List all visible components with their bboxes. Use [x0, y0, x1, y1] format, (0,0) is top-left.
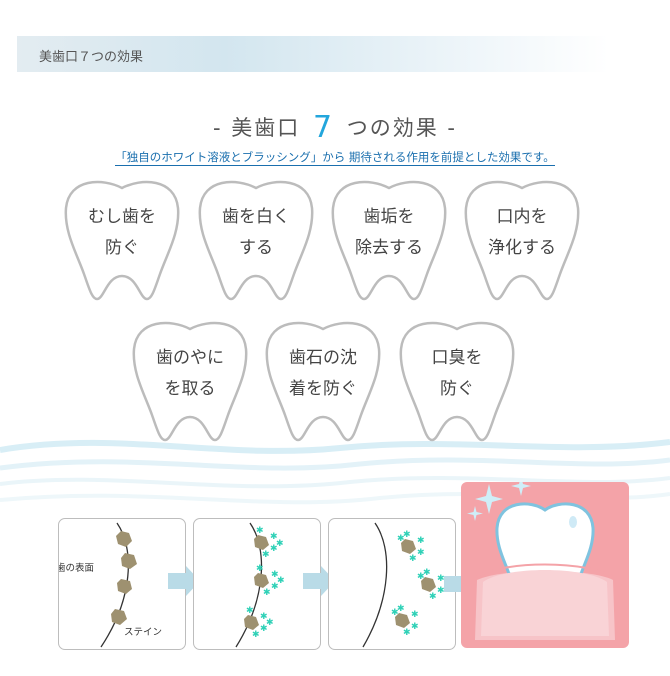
tooth-icon — [198, 180, 314, 301]
effect-tooth: 口内を 浄化する — [463, 180, 581, 302]
effect-line1: 口内を — [496, 207, 548, 227]
svg-text:✱: ✱ — [411, 622, 419, 632]
effect-tooth: むし歯を 防ぐ — [63, 180, 181, 302]
foam-particle: ✱✱✱✱✱ — [397, 530, 425, 564]
svg-text:✱: ✱ — [403, 628, 411, 638]
svg-text:✱: ✱ — [437, 574, 445, 584]
svg-text:✱: ✱ — [276, 539, 284, 549]
svg-text:✱: ✱ — [397, 534, 405, 544]
tooth-icon — [64, 180, 180, 301]
effect-line2: する — [239, 238, 273, 258]
subtitle: 「独自のホワイト溶液とブラッシング」から 期待される作用を前提とした効果です。 — [0, 149, 670, 166]
svg-text:✱: ✱ — [260, 624, 268, 634]
subtitle-text: 「独自のホワイト溶液とブラッシング」から 期待される作用を前提とした効果です。 — [115, 150, 555, 166]
foam-particle: ✱✱✱✱✱ — [244, 606, 274, 640]
svg-text:✱: ✱ — [423, 568, 431, 578]
svg-text:✱: ✱ — [403, 530, 411, 540]
svg-text:✱: ✱ — [256, 526, 264, 536]
svg-text:✱: ✱ — [266, 618, 274, 628]
tooth-icon — [464, 180, 580, 301]
effect-line2: 防ぐ — [440, 379, 474, 399]
svg-text:✱: ✱ — [262, 550, 270, 560]
effect-line2: 除去する — [355, 238, 423, 258]
svg-text:✱: ✱ — [270, 532, 278, 542]
tooth-icon — [265, 321, 381, 442]
svg-text:✱: ✱ — [277, 576, 285, 586]
page-title: - 美歯口 7 つの効果 - — [0, 110, 670, 145]
svg-text:✱: ✱ — [417, 572, 425, 582]
svg-text:✱: ✱ — [417, 536, 425, 546]
effect-tooth: 歯を白く する — [197, 180, 315, 302]
effect-tooth: 口臭を 防ぐ — [398, 321, 516, 443]
effect-line1: 口臭を — [431, 348, 483, 368]
foam-attach-diagram: ✱✱✱✱✱ ✱✱✱✱✱ ✱✱✱✱✱ — [235, 522, 285, 648]
tooth-icon — [399, 321, 515, 442]
svg-text:✱: ✱ — [270, 544, 278, 554]
stain-particle — [116, 531, 132, 547]
surface-label: 歯の表面 — [58, 563, 95, 574]
effect-line1: 歯のやに — [156, 348, 224, 368]
svg-text:✱: ✱ — [246, 606, 254, 616]
tooth-icon — [331, 180, 447, 301]
section-header-title: 美歯口７つの効果 — [39, 50, 144, 65]
foam-particle: ✱✱✱✱✱ — [417, 568, 445, 602]
svg-text:✱: ✱ — [271, 582, 279, 592]
svg-text:✱: ✱ — [263, 588, 271, 598]
stain-particle — [117, 579, 132, 594]
svg-text:✱: ✱ — [252, 630, 260, 640]
foam-particle: ✱✱✱✱✱ — [254, 564, 285, 598]
svg-text:✱: ✱ — [437, 586, 445, 596]
svg-text:✱: ✱ — [256, 564, 264, 574]
foam-particle: ✱✱✱✱✱ — [254, 526, 284, 560]
title-suffix: つの効果 - — [338, 116, 457, 140]
tooth-surface-diagram — [100, 522, 137, 648]
effect-line2: 防ぐ — [105, 238, 139, 258]
effect-tooth: 歯垢を 除去する — [330, 180, 448, 302]
svg-text:✱: ✱ — [271, 570, 279, 580]
svg-text:✱: ✱ — [397, 604, 405, 614]
stain-removal-diagram: ✱✱✱✱✱ ✱✱✱✱✱ ✱✱✱✱✱ — [362, 522, 445, 648]
effect-line2: を取る — [164, 379, 216, 399]
effect-tooth: 歯のやに を取る — [131, 321, 249, 443]
svg-text:✱: ✱ — [391, 608, 399, 618]
effect-line1: 歯石の沈 — [289, 348, 357, 368]
effect-line1: むし歯を — [88, 207, 156, 227]
section-header: 美歯口７つの効果 — [17, 36, 609, 72]
effect-line1: 歯垢を — [363, 207, 415, 227]
arrow-right-icon — [168, 566, 200, 596]
stain-label: ステイン — [124, 627, 163, 638]
wave-decoration — [0, 439, 670, 505]
tooth-icon — [132, 321, 248, 442]
svg-text:✱: ✱ — [411, 610, 419, 620]
effect-tooth: 歯石の沈 着を防ぐ — [264, 321, 382, 443]
clean-tooth-result — [461, 482, 629, 648]
clean-tooth-illustration — [467, 482, 616, 640]
foam-attach-panel: ✱✱✱✱✱ ✱✱✱✱✱ ✱✱✱✱✱ — [193, 518, 321, 650]
svg-text:✱: ✱ — [260, 612, 268, 622]
effect-line2: 浄化する — [488, 238, 556, 258]
stain-panel: 歯の表面 ステイン — [58, 518, 186, 650]
effect-line1: 歯を白く — [222, 207, 290, 227]
stain-particle — [121, 553, 137, 569]
svg-text:✱: ✱ — [409, 554, 417, 564]
foam-particle: ✱✱✱✱✱ — [391, 604, 419, 638]
title-prefix: - 美歯口 — [213, 116, 309, 140]
effect-line2: 着を防ぐ — [289, 379, 357, 399]
svg-text:✱: ✱ — [429, 592, 437, 602]
stain-removed-panel: ✱✱✱✱✱ ✱✱✱✱✱ ✱✱✱✱✱ — [328, 518, 456, 650]
sparkle-icon — [467, 482, 531, 521]
title-number: 7 — [312, 110, 335, 145]
arrow-right-icon — [303, 566, 335, 596]
stain-particle — [111, 609, 127, 625]
svg-text:✱: ✱ — [417, 548, 425, 558]
